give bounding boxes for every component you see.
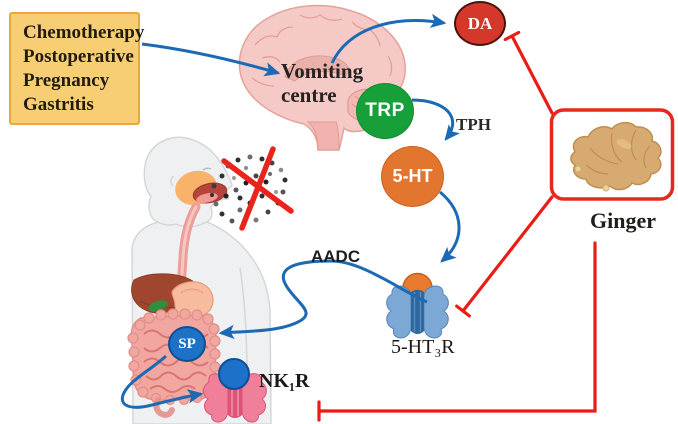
arrow-serotonin-to-receptor [439, 190, 461, 263]
arrow-vomiting-centre-to-da [330, 13, 447, 64]
substance-p-node: SP [168, 326, 206, 362]
inhibition-ginger-to-serotonin-receptor [455, 195, 554, 318]
arrow-aadc-to-sp [218, 259, 428, 340]
red-x-icon [221, 146, 294, 231]
vomiting-centre-label: Vomiting centre [281, 59, 364, 108]
serotonin-receptor-icon [386, 272, 449, 339]
vomiting-blocked-icon [210, 146, 294, 231]
ginger-label: Ginger [590, 208, 656, 233]
brainstem [306, 121, 340, 151]
serotonin-node: 5-HT [381, 146, 444, 207]
emesis-causes-box: Chemotherapy Postoperative Pregnancy Gas… [9, 12, 145, 125]
tryptophan-node: TRP [356, 83, 414, 139]
tph-enzyme-label: TPH [456, 115, 491, 134]
cause-item: Gastritis [23, 94, 94, 115]
ear-line [170, 175, 175, 187]
cause-item: Postoperative [23, 46, 134, 67]
eye-line [202, 167, 212, 171]
nk1-receptor-label: NK₁R [259, 370, 310, 392]
arrow-gut-to-nk1r [120, 354, 204, 409]
cause-item: Chemotherapy [23, 22, 145, 43]
vomit-particles [210, 154, 288, 227]
serotonin-receptor-label: 5-HT₃R [391, 336, 455, 358]
sp-ligand-ball [218, 358, 250, 390]
arrow-causes-to-vomiting-centre [141, 42, 281, 77]
ginger-root-icon [570, 121, 662, 192]
dopamine-node: DA [454, 1, 506, 46]
ginger-box [549, 108, 675, 201]
cause-item: Pregnancy [23, 70, 110, 91]
inhibition-ginger-to-nk1r [317, 241, 597, 422]
inhibition-ginger-to-da [503, 30, 554, 115]
nk1-receptor-icon [203, 358, 267, 423]
gallbladder [148, 300, 168, 312]
aadc-enzyme-label: AADC [311, 247, 361, 266]
arrow-trp-to-serotonin-tph [411, 98, 460, 141]
